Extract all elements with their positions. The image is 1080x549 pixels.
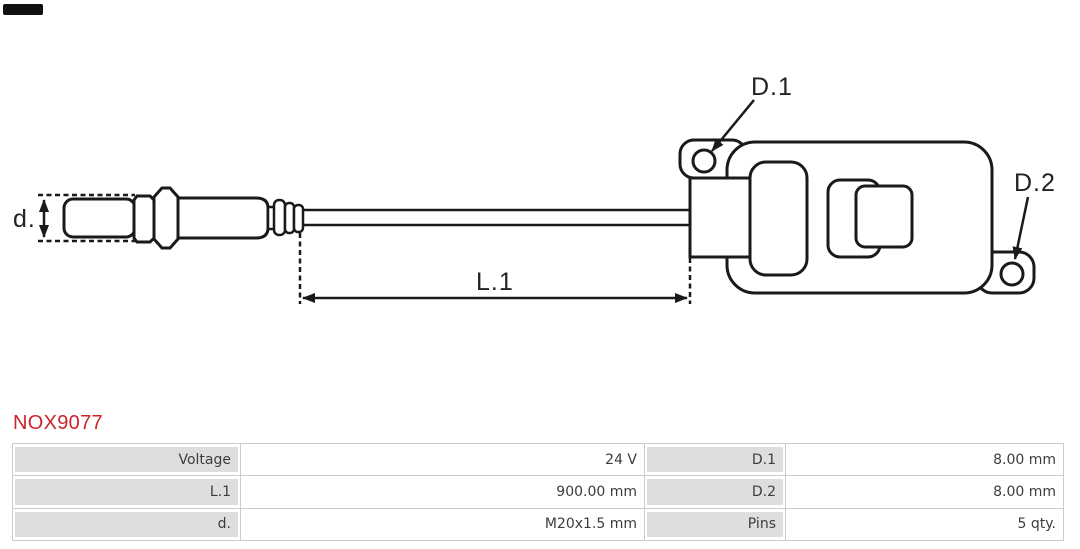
probe-collar [132, 194, 156, 244]
spec-label-cell: d. [13, 509, 240, 540]
label-dim-d1: D.1 [751, 73, 793, 101]
label-dim-d2: D.2 [1014, 169, 1056, 197]
leader-d1 [711, 99, 755, 152]
spec-row-voltage: Voltage 24 V D.1 8.00 mm [13, 444, 1063, 477]
grommet-rib-1 [272, 198, 287, 237]
product-code-title: NOX9077 [13, 412, 103, 434]
spec-label-cell: L.1 [13, 476, 240, 507]
connector-socket [748, 160, 809, 277]
spec-label: Voltage [15, 447, 238, 473]
mounting-hole-2 [999, 261, 1025, 287]
spec-label: D.1 [647, 447, 783, 473]
spec-row-d: d. M20x1.5 mm Pins 5 qty. [13, 508, 1063, 540]
label-dim-d: d. [13, 205, 36, 233]
hex-nut [152, 186, 180, 250]
probe-tip [62, 197, 137, 239]
cable-entry-block [688, 176, 752, 259]
spec-label: Pins [647, 511, 783, 537]
spec-value: 900.00 mm [240, 476, 644, 508]
sensor-body [176, 196, 270, 240]
cable [303, 208, 692, 227]
spec-label: d. [15, 511, 238, 537]
spec-label-cell: Voltage [13, 444, 240, 475]
housing-detail-2 [854, 184, 914, 249]
spec-label: L.1 [15, 479, 238, 505]
spec-label-cell: Pins [644, 508, 785, 540]
sensor-technical-drawing: d. L.1 D.1 D.2 [3, 4, 1056, 304]
spec-value: M20x1.5 mm [240, 508, 644, 540]
spec-value: 5 qty. [785, 508, 1063, 540]
spec-value: 8.00 mm [785, 444, 1063, 476]
spec-value: 24 V [240, 444, 644, 476]
spec-value: 8.00 mm [785, 476, 1063, 508]
leader-d2 [1012, 196, 1030, 260]
dimension-d [38, 193, 135, 243]
dimension-l1 [298, 233, 692, 304]
brand-logo [3, 4, 43, 15]
grommet-rib-3 [292, 203, 305, 234]
mounting-hole-1 [691, 148, 717, 174]
spec-row-l1: L.1 900.00 mm D.2 8.00 mm [13, 476, 1063, 509]
spec-label-cell: D.1 [644, 444, 785, 476]
label-dim-l1: L.1 [476, 268, 514, 296]
grommet-rib-2 [283, 201, 296, 235]
spec-table: Voltage 24 V D.1 8.00 mm L.1 900.00 mm D… [12, 443, 1064, 541]
spec-label-cell: D.2 [644, 476, 785, 508]
spec-label: D.2 [647, 479, 783, 505]
